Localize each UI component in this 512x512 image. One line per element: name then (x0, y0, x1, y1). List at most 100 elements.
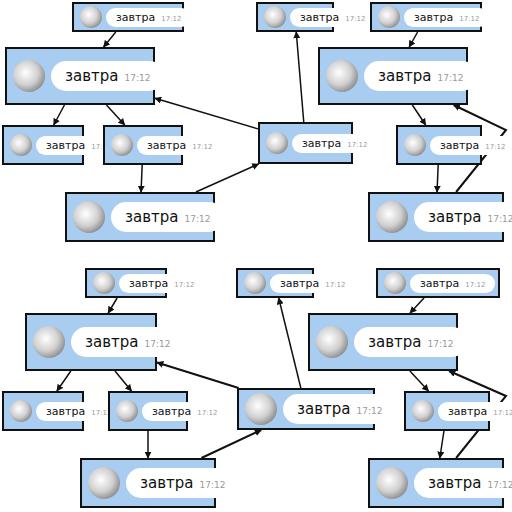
message-pill: завтра 17:12 (111, 202, 224, 232)
chat-bubble: завтра 17:12 (308, 313, 458, 371)
chat-bubble: завтра17:12 (2, 391, 84, 431)
message-pill: завтра 17:12 (414, 468, 512, 498)
chat-bubble: завтра 17:12 (5, 47, 155, 105)
message-text: завтра (129, 277, 168, 290)
message-text: завтра (280, 277, 319, 290)
message-text: завтра (140, 474, 193, 492)
message-pill: завтра 17:12 (119, 274, 204, 293)
chat-bubble: завтра17:12 (80, 458, 216, 508)
message-time: 17:12 (184, 214, 210, 224)
message-text: завтра (152, 405, 191, 418)
chat-bubble: завтра 17:12 (376, 268, 500, 298)
flow-arrow (57, 371, 71, 391)
message-time: 17:12 (485, 143, 505, 151)
flow-arrow (410, 298, 424, 313)
message-time: 17:12 (161, 15, 181, 23)
message-time: 17:12 (199, 480, 225, 490)
flow-arrow (141, 165, 142, 192)
flow-arrow (106, 105, 124, 125)
message-time: 17:12 (345, 15, 365, 23)
chat-bubble: завтра 17:12 (72, 2, 184, 32)
message-pill: завтра 17:12 (438, 402, 512, 421)
chat-bubble: завтра17:12 (258, 122, 353, 164)
message-text: завтра (428, 474, 481, 492)
flow-arrow (54, 105, 65, 125)
chat-bubble: завтра17:12 (396, 125, 482, 165)
message-pill: завтра 17:12 (414, 202, 512, 232)
chat-bubble: завтра17:12 (25, 313, 157, 371)
flow-arrow (201, 430, 261, 458)
message-time: 17:12 (124, 73, 150, 83)
flow-arrow (108, 298, 117, 313)
message-pill: завтра 17:12 (290, 8, 375, 27)
message-pill: завтра 17:12 (106, 8, 191, 27)
message-text: завтра (147, 139, 186, 152)
chat-bubble: завтра 17:12 (318, 47, 468, 105)
flow-arrow (196, 164, 259, 192)
message-text: завтра (420, 277, 459, 290)
message-time: 17:12 (347, 141, 367, 149)
message-text: завтра (378, 67, 431, 85)
chat-bubble: завтра17:12 (85, 268, 167, 298)
message-time: 17:12 (356, 406, 382, 416)
message-time: 17:12 (493, 409, 512, 417)
message-time: 17:12 (437, 73, 463, 83)
message-pill: завтра 17:12 (51, 61, 164, 91)
flow-arrow (147, 431, 149, 458)
message-time: 17:12 (192, 143, 212, 151)
chat-bubble: завтра17:12 (2, 125, 84, 165)
message-time: 17:12 (487, 214, 512, 224)
message-text: завтра (125, 208, 178, 226)
message-pill: завтра 17:12 (270, 274, 355, 293)
message-text: завтра (300, 11, 339, 24)
chat-bubble: завтра17:12 (103, 125, 183, 165)
flow-arrow (104, 32, 116, 47)
flow-arrow (410, 371, 429, 391)
flow-arrow (279, 298, 301, 388)
flow-arrow (115, 371, 132, 391)
message-text: завтра (85, 333, 138, 351)
message-pill: завтра 17:12 (404, 8, 489, 27)
message-text: завтра (414, 11, 453, 24)
message-text: завтра (428, 208, 481, 226)
message-text: завтра (65, 67, 118, 85)
message-text: завтра (302, 137, 341, 150)
message-text: завтра (297, 400, 350, 418)
message-pill: завтра 17:12 (292, 134, 377, 153)
message-time: 17:12 (487, 480, 512, 490)
chat-bubble: завтра17:12 (108, 391, 188, 431)
chat-bubble: завтра17:12 (237, 388, 375, 430)
message-pill: завтра 17:12 (364, 61, 477, 91)
flow-arrow (440, 431, 444, 458)
chat-bubble: завтра17:12 (368, 192, 504, 242)
message-text: завтра (448, 405, 487, 418)
chat-bubble: завтра 17:12 (370, 2, 482, 32)
flow-arrow (409, 32, 417, 47)
message-time: 17:12 (197, 409, 217, 417)
message-time: 17:12 (174, 281, 194, 289)
message-text: завтра (440, 139, 479, 152)
message-pill: завтра 17:12 (283, 394, 396, 424)
message-text: завтра (368, 333, 421, 351)
chat-bubble: завтра17:12 (368, 458, 504, 508)
message-pill: завтра 17:12 (410, 274, 495, 293)
flow-arrow (412, 105, 425, 125)
message-pill: завтра 17:12 (142, 402, 227, 421)
message-pill: завтра 17:12 (137, 136, 222, 155)
message-pill: завтра 17:12 (430, 136, 512, 155)
message-time: 17:12 (325, 281, 345, 289)
message-text: завтра (46, 405, 85, 418)
flow-arrow (296, 32, 304, 122)
message-time: 17:12 (465, 281, 485, 289)
chat-bubble: завтра17:12 (404, 391, 490, 431)
message-pill: завтра 17:12 (126, 468, 239, 498)
message-text: завтра (46, 139, 85, 152)
flow-arrow (437, 165, 438, 192)
message-time: 17:12 (427, 339, 453, 349)
chat-bubble: завтра 17:12 (65, 192, 215, 242)
flow-arrow (157, 363, 239, 388)
message-time: 17:12 (144, 339, 170, 349)
message-text: завтра (116, 11, 155, 24)
message-time: 17:12 (459, 15, 479, 23)
